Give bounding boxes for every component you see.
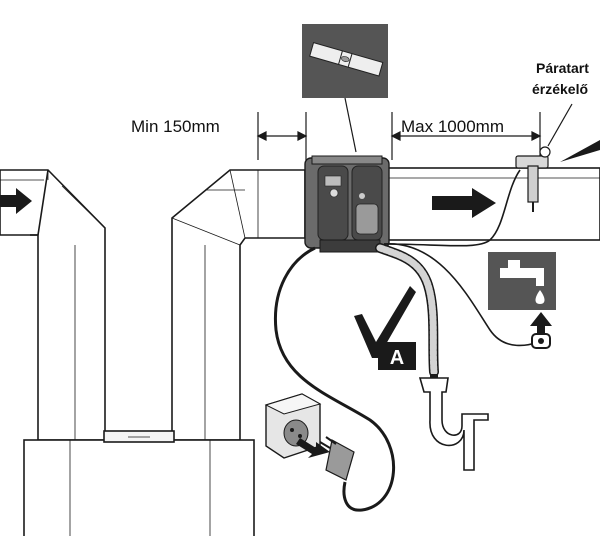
dimension-min xyxy=(256,112,308,160)
flow-arrow-icon xyxy=(432,188,496,218)
sensor-pointer-wedge xyxy=(560,140,600,162)
checkmark-icon xyxy=(354,286,416,358)
left-duct xyxy=(0,169,106,441)
humidity-sensor xyxy=(515,146,551,212)
min-distance-label: Min 150mm xyxy=(131,117,220,136)
power-socket-icon xyxy=(264,393,322,459)
badge-letter: A xyxy=(390,347,404,369)
ventilation-base-unit xyxy=(23,430,255,541)
flow-arrow-icon xyxy=(0,188,32,214)
sensor-label-line2: érzékelő xyxy=(532,81,589,97)
sensor-label-line1: Páratart xyxy=(536,60,589,76)
drain-trap-icon xyxy=(418,377,489,471)
plug-in-arrow xyxy=(296,438,330,458)
condensate-hose xyxy=(375,243,439,377)
water-tap-icon xyxy=(488,252,556,310)
power-cable xyxy=(273,246,395,512)
water-supply-arrow xyxy=(530,312,552,334)
power-plug-icon xyxy=(319,436,355,481)
badge-a: A xyxy=(378,342,416,370)
max-distance-label: Max 1000mm xyxy=(401,117,504,136)
recovery-unit xyxy=(304,155,390,253)
sensor-pointer xyxy=(547,103,573,147)
water-connector xyxy=(531,333,551,349)
sensor-cable xyxy=(383,169,539,347)
spirit-level-icon xyxy=(302,24,388,153)
